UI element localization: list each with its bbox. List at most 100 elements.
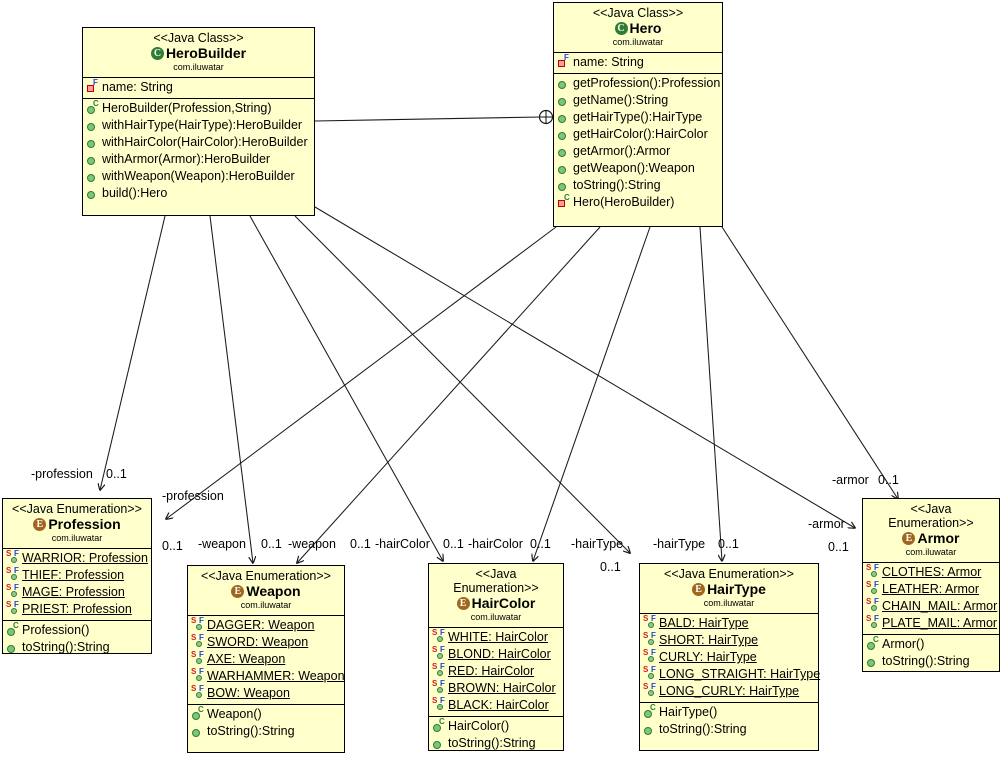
method-row: build():Hero: [83, 185, 314, 202]
public-constructor-icon: C: [866, 635, 880, 652]
edge-hero-hairtype: [699, 226, 722, 561]
method-label: HairColor(): [448, 719, 510, 733]
public-method-icon: [432, 737, 446, 751]
field-label: WARRIOR: Profession: [22, 551, 148, 565]
class-stereotype: <<Java Class>>: [592, 6, 684, 20]
edge-hero-armor: [721, 226, 898, 499]
public-method-icon: [557, 179, 571, 193]
edge-hero-profession: [166, 226, 557, 519]
edge-label-weapon-mult-1: 0..1: [261, 537, 282, 551]
edge-label-hairtype-role-1: -hairType: [571, 537, 624, 551]
enum-icon: E: [33, 518, 47, 531]
field-label: BOW: Weapon: [207, 686, 290, 700]
method-label: getWeapon():Weapon: [573, 161, 695, 175]
field-label: CHAIN_MAIL: Armor: [882, 599, 998, 613]
edge-label-profession-role-1: -profession: [31, 467, 93, 481]
field-label: PLATE_MAIL: Armor: [882, 616, 998, 630]
public-method-icon: [191, 725, 205, 739]
class-stereotype: <<Java Enumeration>>: [12, 502, 142, 516]
public-method-icon: [557, 94, 571, 108]
public-method-icon: [866, 655, 880, 669]
edge-label-weapon-role-2: -weapon: [288, 537, 336, 551]
class-package: com.iluwatar: [905, 547, 957, 557]
field-label: AXE: Weapon: [207, 652, 286, 666]
class-package: com.iluwatar: [173, 62, 224, 72]
field-label: WARHAMMER: Weapon: [207, 669, 345, 683]
class-stereotype: <<Java Enumeration>>: [888, 502, 974, 530]
edge-herobuilder-profession: [100, 215, 166, 490]
field-label: LEATHER: Armor: [882, 582, 980, 596]
field-label: LONG_CURLY: HairType: [659, 684, 800, 698]
method-label: Hero(HeroBuilder): [573, 195, 675, 209]
method-row: getHairColor():HairColor: [554, 126, 722, 143]
method-row: getHairType():HairType: [554, 109, 722, 126]
public-constructor-icon: C: [191, 705, 205, 722]
private-constructor-icon: C: [557, 193, 571, 210]
method-label: Profession(): [22, 623, 90, 637]
field-label: SWORD: Weapon: [207, 635, 309, 649]
public-method-icon: [6, 641, 20, 655]
public-constructor-icon: C: [643, 703, 657, 720]
method-label: toString():String: [207, 724, 295, 738]
public-method-icon: [86, 153, 100, 167]
method-label: build():Hero: [102, 186, 168, 200]
edge-label-profession-mult-1: 0..1: [106, 467, 127, 481]
edge-label-haircolor-mult-2: 0..1: [530, 537, 551, 551]
field-label: MAGE: Profession: [22, 585, 125, 599]
private-field-icon: F: [86, 78, 100, 95]
method-label: toString():String: [573, 178, 661, 192]
method-label: getArmor():Armor: [573, 144, 671, 158]
edge-herobuilder-hairtype: [294, 215, 630, 553]
method-row: toString():String: [188, 723, 344, 740]
edge-label-armor-role-2: -armor: [808, 517, 845, 531]
class-package: com.iluwatar: [703, 598, 755, 608]
class-package: com.iluwatar: [470, 612, 522, 622]
method-row: toString():String: [3, 639, 151, 656]
enum-icon: E: [456, 597, 470, 610]
method-label: toString():String: [659, 722, 747, 736]
public-method-icon: [557, 145, 571, 159]
public-constructor-icon: C: [432, 717, 446, 734]
edge-label-profession-role-2: -profession: [162, 489, 224, 503]
method-row: withArmor(Armor):HeroBuilder: [83, 151, 314, 168]
method-label: withArmor(Armor):HeroBuilder: [102, 152, 271, 166]
method-row: withHairType(HairType):HeroBuilder: [83, 117, 314, 134]
edge-label-haircolor-role-1: -hairColor: [375, 537, 430, 551]
public-method-icon: [643, 723, 657, 737]
